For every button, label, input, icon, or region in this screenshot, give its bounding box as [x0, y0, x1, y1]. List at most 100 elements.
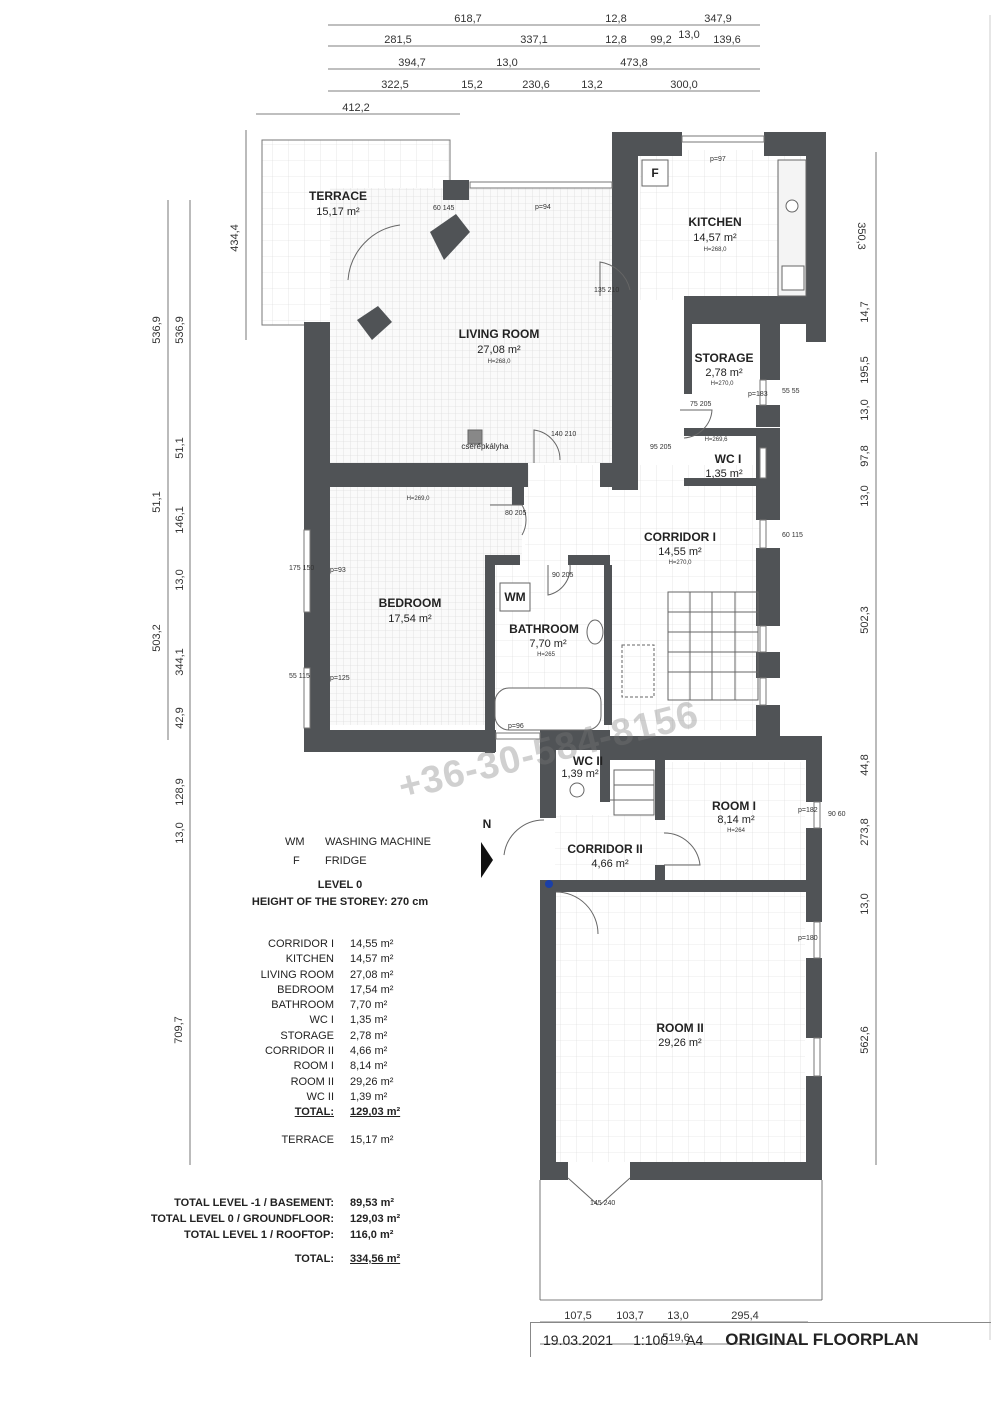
legend: WM WASHING MACHINE F FRIDGE [285, 836, 431, 874]
svg-text:519,6: 519,6 [662, 1332, 690, 1344]
wc2-area: 1,39 m² [561, 768, 599, 780]
wc1-area: 1,35 m² [705, 468, 743, 480]
svg-text:51,1: 51,1 [174, 437, 186, 458]
svg-text:14,7: 14,7 [859, 301, 871, 322]
windows [303, 135, 821, 1077]
svg-text:536,9: 536,9 [151, 316, 163, 344]
svg-text:434,4: 434,4 [229, 224, 241, 252]
corridor1-height: H=270,0 [669, 560, 693, 566]
terrace-area: 15,17 m² [316, 206, 360, 218]
sink-icon [781, 265, 805, 291]
legend-row: F FRIDGE [285, 855, 431, 874]
svg-text:562,6: 562,6 [859, 1026, 871, 1054]
room2-name: ROOM II [656, 1021, 703, 1035]
storage-height: H=270,0 [711, 381, 735, 387]
stove-label: cserépkályha [461, 442, 509, 451]
fixtures: F WM cserépkályha [461, 159, 807, 798]
plan-scale: 1:100 [633, 1332, 669, 1348]
svg-text:344,1: 344,1 [174, 648, 186, 676]
svg-text:230,6: 230,6 [522, 79, 550, 91]
bottom-dimensions: 107,5 103,7 13,0 295,4 519,6 [539, 1180, 823, 1345]
room1-name: ROOM I [712, 799, 756, 813]
room-labels: TERRACE 15,17 m² KITCHEN 14,57 m² H=268,… [309, 189, 756, 1049]
svg-text:99,2: 99,2 [650, 34, 671, 46]
level-title: LEVEL 0 [317, 879, 363, 891]
svg-text:145 240: 145 240 [590, 1200, 615, 1207]
svg-text:412,2: 412,2 [342, 102, 370, 114]
kitchen-area: 14,57 m² [693, 232, 737, 244]
svg-text:295,4: 295,4 [731, 1310, 759, 1322]
svg-text:44,8: 44,8 [859, 754, 871, 775]
bathroom-height: H=265 [537, 652, 556, 658]
svg-text:273,8: 273,8 [859, 818, 871, 846]
svg-text:300,0: 300,0 [670, 79, 698, 91]
svg-text:90 205: 90 205 [552, 572, 574, 579]
fridge-label: F [651, 166, 658, 180]
level-total-row: TOTAL LEVEL 0 / GROUNDFLOOR:129,03 m² [150, 1213, 401, 1225]
svg-text:90 60: 90 60 [828, 811, 846, 818]
svg-text:350,3: 350,3 [855, 222, 867, 250]
svg-text:80 205: 80 205 [505, 510, 527, 517]
svg-text:175 150: 175 150 [289, 565, 314, 572]
svg-text:618,7: 618,7 [454, 13, 482, 25]
corridor2-floor [555, 815, 665, 885]
svg-text:322,5: 322,5 [381, 79, 409, 91]
room2-area: 29,26 m² [658, 1037, 702, 1049]
opening-labels: 60 145 p=94 p=97 135 210 75 205 p=183 55… [289, 156, 846, 1207]
svg-text:60 145: 60 145 [433, 205, 455, 212]
left-dimensions: 434,4 536,9 51,1 503,2 709,7 536,9 51,1 … [151, 130, 247, 1165]
entrance-point-icon [545, 880, 553, 888]
storey-height: HEIGHT OF THE STOREY: 270 cm [251, 896, 429, 908]
svg-text:13,0: 13,0 [859, 893, 871, 914]
svg-text:p=180: p=180 [798, 935, 818, 942]
svg-text:p=182: p=182 [798, 807, 818, 814]
room1-area: 8,14 m² [717, 814, 755, 826]
bedroom-height: H=269,0 [407, 496, 431, 502]
svg-text:135 210: 135 210 [594, 287, 619, 294]
terrace-name: TERRACE [309, 189, 367, 203]
toilet-wc2-icon [569, 782, 585, 798]
bedroom-name: BEDROOM [379, 596, 442, 610]
plan-title: ORIGINAL FLOORPLAN [725, 1330, 919, 1349]
bathroom-area: 7,70 m² [529, 638, 567, 650]
svg-text:281,5: 281,5 [384, 34, 412, 46]
svg-text:p=96: p=96 [508, 723, 524, 730]
svg-text:13,0: 13,0 [174, 569, 186, 590]
svg-text:103,7: 103,7 [616, 1310, 644, 1322]
wc1-name: WC I [715, 452, 742, 466]
title-block: 19.03.2021 1:100 A4 ORIGINAL FLOORPLAN [530, 1322, 991, 1357]
legend-row: WM WASHING MACHINE [285, 836, 431, 855]
legend-code: WM [285, 836, 305, 848]
corridor2-name: CORRIDOR II [567, 842, 642, 856]
svg-text:51,1: 51,1 [151, 491, 163, 512]
level-total-row: TOTAL LEVEL -1 / BASEMENT:89,53 m² [174, 1197, 395, 1209]
svg-text:13,0: 13,0 [859, 399, 871, 420]
wc1-height: H=269,6 [705, 437, 729, 443]
staircase [613, 591, 759, 816]
room1-floor [665, 762, 805, 880]
north-marker: N [481, 817, 553, 888]
stove-tile-icon [467, 429, 483, 445]
toilet-icon [586, 619, 604, 645]
svg-text:12,8: 12,8 [605, 13, 626, 25]
wc2-name: WC II [573, 754, 603, 768]
svg-text:13,0: 13,0 [678, 29, 699, 41]
svg-text:13,0: 13,0 [859, 485, 871, 506]
corridor1-area: 14,55 m² [658, 546, 702, 558]
door-swings [347, 224, 713, 1206]
corridor1-name: CORRIDOR I [644, 530, 716, 544]
corridor2-area: 4,66 m² [591, 858, 629, 870]
floor-areas [261, 139, 810, 1162]
svg-text:p=183: p=183 [748, 391, 768, 398]
svg-text:60 115: 60 115 [782, 532, 803, 539]
plan-paper: A4 [686, 1332, 704, 1348]
svg-text:503,2: 503,2 [151, 624, 163, 652]
top-dimensions: 618,7 12,8 347,9 281,5 337,1 12,8 99,2 1… [256, 13, 760, 115]
